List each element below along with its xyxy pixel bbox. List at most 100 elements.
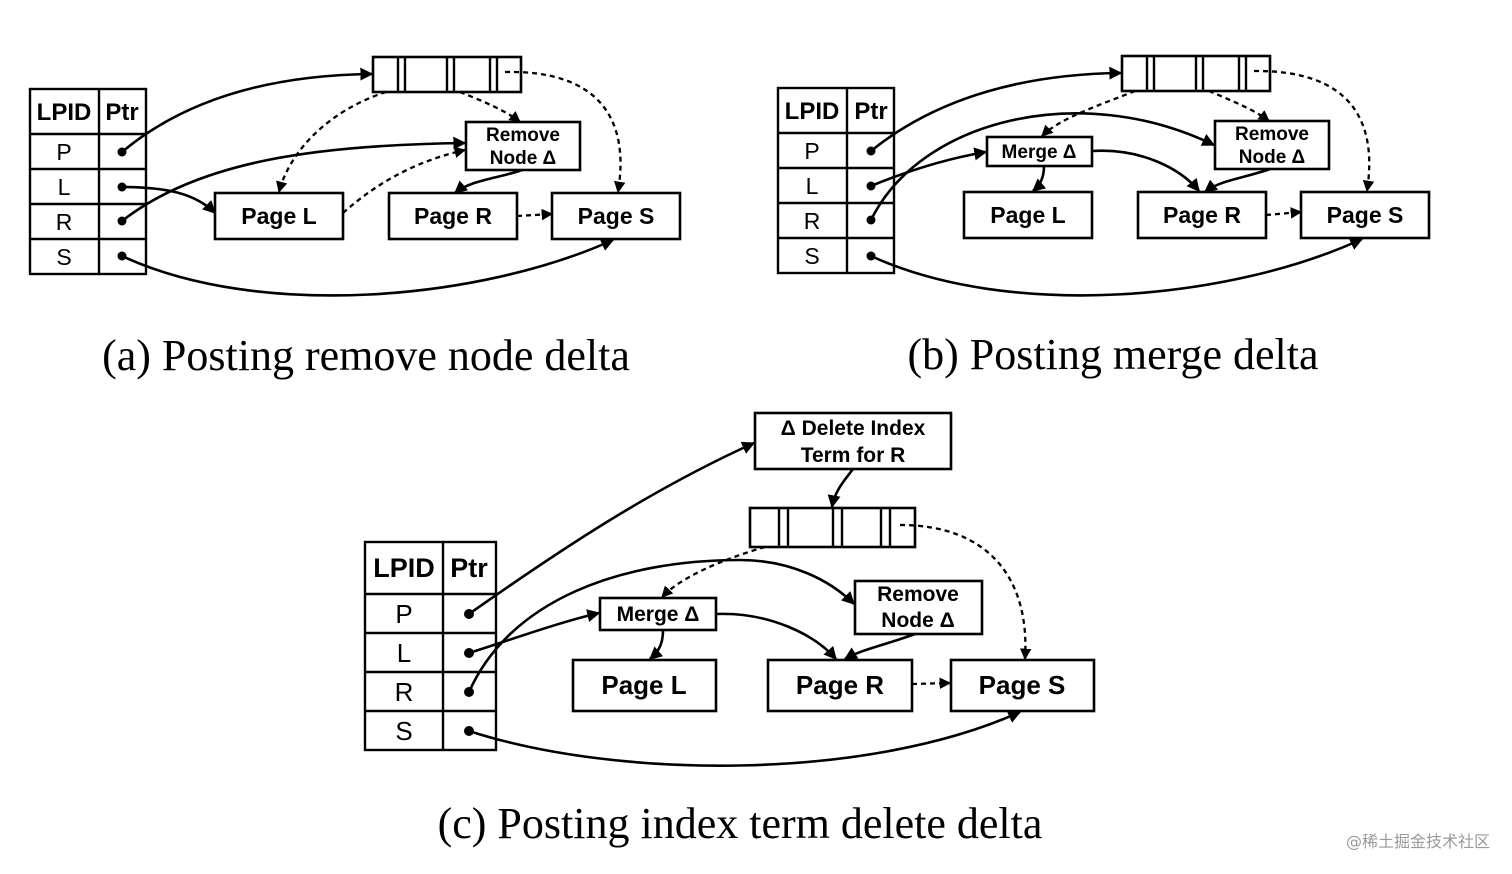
- arrow-delete-delta-to-index: [827, 468, 855, 509]
- arrow-merge-to-page-l: [649, 629, 665, 660]
- page-s-b: Page S: [1299, 190, 1431, 240]
- caption-c: (c) Posting index term delete delta: [438, 799, 1043, 848]
- table-header-ptr: Ptr: [450, 553, 488, 583]
- table-row-p: P: [395, 599, 412, 629]
- delta-label: Δ Delete Index: [781, 417, 926, 440]
- page-label: Page R: [796, 670, 884, 700]
- table-row-l: L: [397, 638, 411, 668]
- table-row-r: R: [56, 209, 73, 235]
- arrow-s-to-page-s: [468, 710, 1022, 767]
- page-l-c: Page L: [571, 658, 718, 713]
- delta-label: Node Δ: [1239, 147, 1305, 168]
- dashed-index-to-delta: [459, 90, 521, 123]
- arrow-remove-delta-to-page-r: [1203, 167, 1271, 194]
- mapping-table-b: LPID Ptr P L R S: [776, 86, 896, 275]
- table-row-p: P: [804, 138, 819, 164]
- remove-node-delta-c: Remove Node Δ: [853, 579, 984, 636]
- page-r-b: Page R: [1136, 190, 1268, 240]
- arrow-s-to-page-s: [870, 237, 1364, 297]
- table-row-r: R: [395, 677, 414, 707]
- arrow-merge-to-page-r: [1091, 149, 1201, 193]
- mapping-table-frame: [776, 86, 896, 275]
- page-label: Page R: [414, 203, 492, 229]
- arrow-r-to-remove-delta: [121, 136, 467, 223]
- page-label: Page L: [601, 670, 686, 700]
- mapping-table-c: LPID Ptr P L R S: [363, 540, 498, 752]
- page-label: Page S: [578, 203, 655, 229]
- arrow-r-to-remove-delta: [467, 558, 855, 693]
- arrow-merge-to-page-r: [715, 612, 837, 660]
- page-l-b: Page L: [962, 190, 1094, 240]
- arrow-l-to-merge-delta: [468, 609, 601, 655]
- delta-label: Remove: [1235, 124, 1309, 145]
- index-node-b: [1120, 54, 1272, 93]
- dashed-index-to-merge-delta: [1041, 89, 1136, 137]
- delta-label: Merge Δ: [617, 603, 700, 626]
- index-node-a: [371, 55, 523, 94]
- caption-b: (b) Posting merge delta: [908, 330, 1319, 379]
- panel-b: LPID Ptr P L R S Merge Δ Remove Node Δ: [776, 54, 1431, 379]
- delta-label: Term for R: [801, 444, 906, 467]
- mapping-table-frame: [363, 540, 498, 752]
- arrow-remove-delta-to-page-r: [843, 632, 916, 661]
- page-r-a: Page R: [387, 191, 519, 241]
- panel-c: LPID Ptr P L R S Δ Delete Index Term for…: [363, 411, 1096, 848]
- arrow-r-to-remove-delta: [869, 112, 1216, 221]
- dashed-page-r-to-page-s: [516, 208, 554, 221]
- dashed-page-r-to-page-s: [911, 677, 952, 690]
- table-header-lpid: LPID: [373, 553, 435, 583]
- delta-label: Remove: [877, 583, 959, 606]
- arrow-s-to-page-s: [121, 238, 615, 297]
- table-header-lpid: LPID: [37, 99, 92, 126]
- table-header-ptr: Ptr: [854, 98, 887, 125]
- delta-label: Node Δ: [490, 148, 556, 169]
- dashed-index-to-page-s: [1253, 69, 1375, 193]
- dashed-page-r-to-page-s: [1265, 207, 1303, 219]
- merge-delta-c: Merge Δ: [598, 596, 718, 632]
- arrow-l-to-page-l: [121, 185, 216, 214]
- table-row-p: P: [56, 139, 71, 165]
- arrow-l-to-merge-delta: [870, 147, 988, 188]
- arrow-p-to-index: [121, 67, 374, 153]
- delete-index-term-delta-c: Δ Delete Index Term for R: [753, 411, 953, 471]
- delta-label: Node Δ: [881, 609, 954, 632]
- dashed-index-to-remove-delta: [1208, 89, 1270, 122]
- dashed-index-to-page-l: [276, 90, 387, 194]
- remove-node-delta-a: Remove Node Δ: [464, 120, 582, 172]
- caption-a: (a) Posting remove node delta: [102, 331, 630, 380]
- page-label: Page S: [979, 670, 1066, 700]
- mapping-table-a: LPID Ptr P L R S: [28, 87, 148, 276]
- arrow-merge-to-page-l: [1032, 165, 1047, 192]
- page-s-a: Page S: [550, 191, 682, 241]
- arrow-delta-to-page-r: [454, 168, 523, 195]
- page-label: Page S: [1327, 202, 1404, 228]
- delta-label: Merge Δ: [1002, 142, 1077, 163]
- page-s-c: Page S: [949, 658, 1096, 713]
- page-label: Page L: [241, 203, 316, 229]
- page-label: Page L: [990, 202, 1065, 228]
- watermark: @稀土掘金技术社区: [1346, 832, 1490, 851]
- panel-a: LPID Ptr P L R S Remove Node Δ Page L: [28, 55, 682, 380]
- table-row-s: S: [56, 244, 71, 270]
- arrow-p-to-index: [870, 66, 1123, 153]
- dashed-index-to-page-s: [504, 70, 626, 194]
- table-header-ptr: Ptr: [105, 99, 138, 126]
- dashed-index-to-merge-delta: [661, 545, 766, 598]
- mapping-table-frame: [28, 87, 148, 276]
- table-header-lpid: LPID: [785, 98, 840, 125]
- dashed-index-to-page-s: [899, 523, 1032, 661]
- table-row-s: S: [395, 716, 412, 746]
- arrow-p-to-delete-delta: [468, 441, 756, 616]
- delta-label: Remove: [486, 125, 560, 146]
- table-row-l: L: [58, 174, 71, 200]
- table-row-l: L: [806, 173, 819, 199]
- page-l-a: Page L: [213, 191, 345, 241]
- merge-delta-b: Merge Δ: [985, 135, 1094, 168]
- page-label: Page R: [1163, 202, 1241, 228]
- remove-node-delta-b: Remove Node Δ: [1213, 119, 1331, 171]
- index-node-c: [748, 506, 917, 549]
- table-row-s: S: [804, 243, 819, 269]
- page-r-c: Page R: [766, 658, 914, 713]
